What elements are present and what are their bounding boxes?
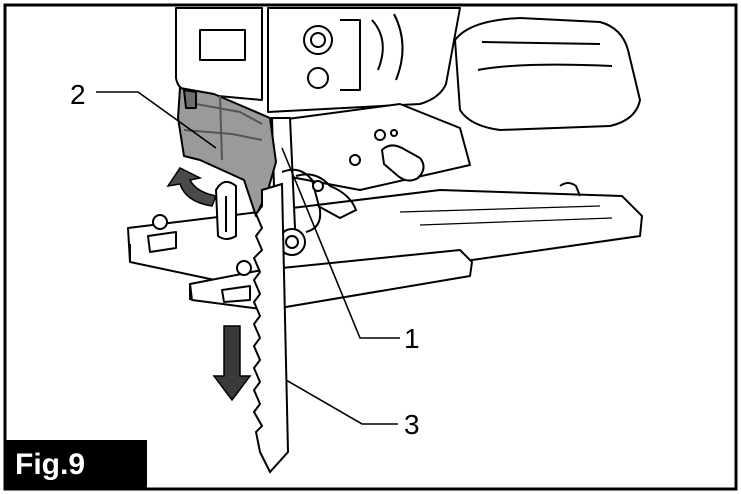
leader-line-3 <box>285 379 398 425</box>
jigsaw-blade <box>252 182 290 474</box>
leader-line-2 <box>96 91 217 149</box>
figure-label: Fig.9 <box>5 440 147 489</box>
leader-lines <box>96 91 400 425</box>
curved-arrow-icon <box>166 167 218 207</box>
callout-2: 2 <box>70 79 86 110</box>
down-arrow-icon <box>212 325 252 402</box>
callout-3: 3 <box>404 409 420 440</box>
leader-line-1 <box>281 147 400 339</box>
callout-1: 1 <box>404 323 420 354</box>
jigsaw-housing <box>175 7 641 131</box>
figure-frame <box>3 3 738 491</box>
